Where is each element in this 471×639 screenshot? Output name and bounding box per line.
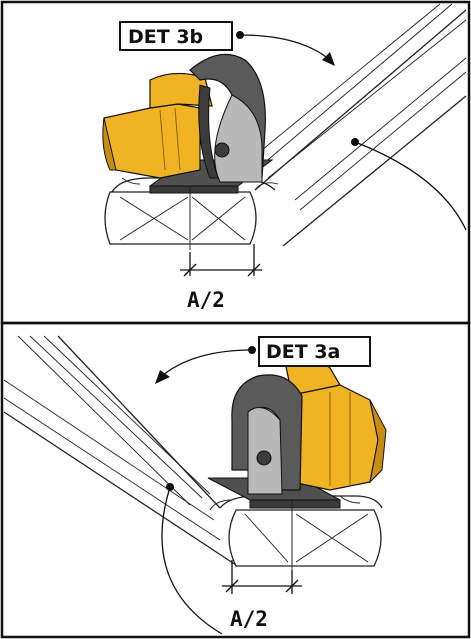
beam-top-end-section <box>104 191 257 245</box>
beam-leader-bottom <box>161 483 223 635</box>
beam-top-face <box>110 10 466 246</box>
dimension-top: A/2 <box>180 244 262 312</box>
callout-label-top: DET 3b <box>128 26 203 48</box>
dimension-label-bottom: A/2 <box>230 607 268 631</box>
saw-top-blade <box>214 94 263 183</box>
beam-bottom-face <box>4 336 380 565</box>
callout-label-bottom: DET 3a <box>266 341 340 363</box>
circular-saw-bottom <box>207 356 387 570</box>
callout-box-bottom <box>258 336 371 367</box>
panel-bottom: A/2 DET 3a <box>0 321 471 639</box>
panel-bottom-frame <box>0 321 471 639</box>
dimension-bottom: A/2 <box>222 560 302 631</box>
saw-top-handle <box>149 72 213 109</box>
callout-arrow-top <box>322 52 335 66</box>
circular-saw-top <box>102 53 274 250</box>
dimension-label-top: A/2 <box>187 288 225 312</box>
callout-arrow-bottom <box>155 370 170 384</box>
saw-top-motor-body <box>103 103 201 179</box>
beam-bottom-end-section <box>228 509 382 567</box>
callout-box-top <box>119 21 233 51</box>
beam-bottom <box>3 335 383 567</box>
beam-leader-top <box>351 138 467 231</box>
callout-top: DET 3b <box>119 21 335 66</box>
saw-bottom-motor-body <box>291 384 379 491</box>
panel-top: A/2 DET 3b <box>0 0 471 325</box>
callout-bottom: DET 3a <box>155 336 371 384</box>
